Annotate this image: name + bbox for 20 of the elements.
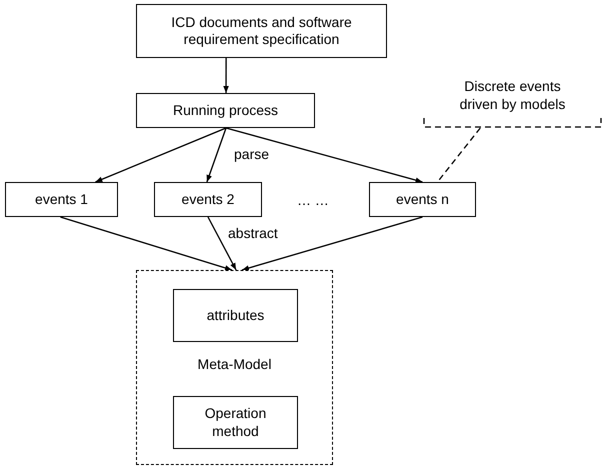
arrow (242, 216, 423, 271)
process-box: ICD documents and software requirement specification (136, 4, 387, 58)
note-text: Discrete events driven by models (458, 78, 566, 113)
process-box: events 1 (5, 182, 118, 217)
arrow (206, 128, 227, 182)
process-box: events n (369, 182, 476, 217)
arrow (207, 216, 237, 270)
process-box: attributes (173, 289, 298, 342)
arrow (60, 216, 232, 271)
process-box: Operation method (173, 396, 298, 449)
container-label: Meta-Model (196, 355, 272, 374)
leader-line (436, 128, 481, 182)
edge-label: abstract (226, 226, 280, 240)
arrow (226, 127, 423, 183)
process-box: events 2 (154, 182, 262, 217)
arrow (95, 127, 226, 183)
arrow (223, 58, 229, 93)
process-box: Running process (136, 93, 315, 128)
dashed-container (136, 270, 333, 465)
ellipsis-label: … … (297, 193, 329, 207)
